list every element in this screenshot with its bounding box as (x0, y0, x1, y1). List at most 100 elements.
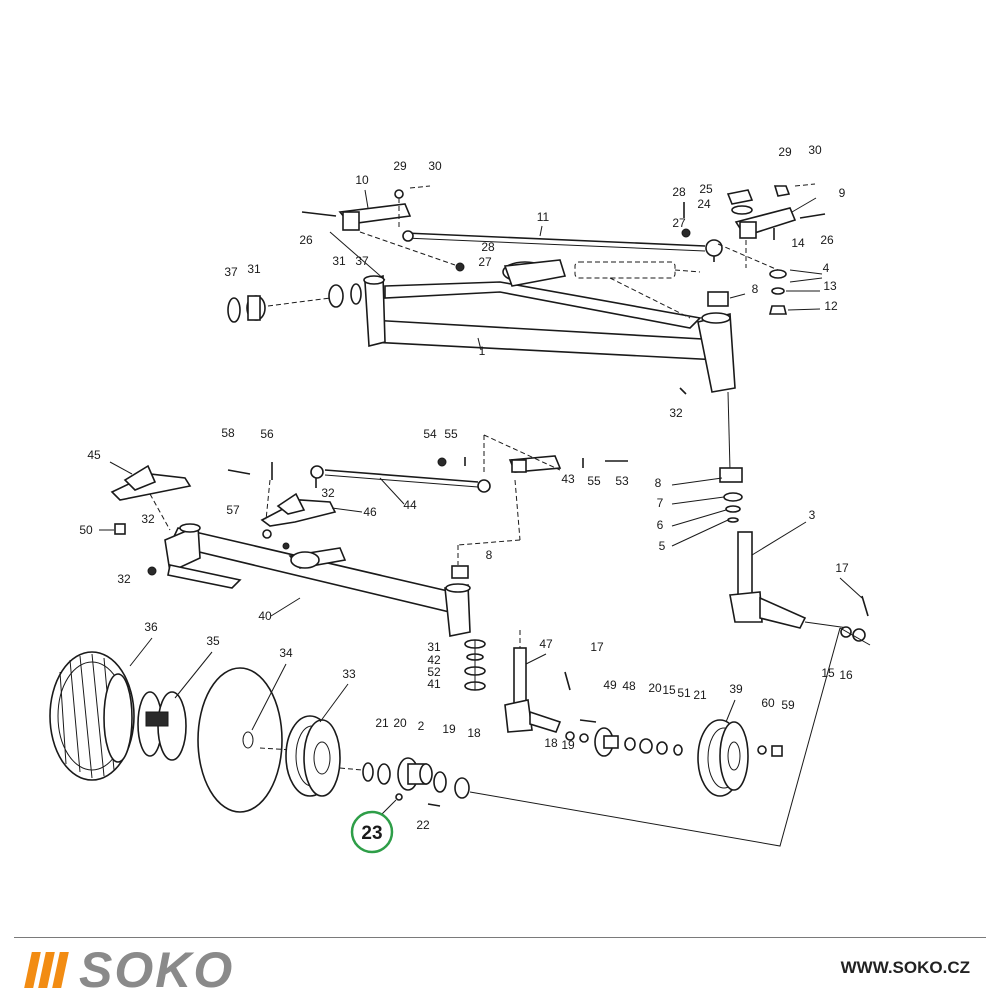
callout-label: 33 (342, 667, 356, 681)
callout-label: 43 (561, 472, 575, 486)
callout-label: 50 (79, 523, 93, 537)
callout-label: 11 (537, 210, 550, 224)
callout-label: 39 (729, 682, 743, 696)
callout-label: 2 (418, 719, 425, 733)
callout-label: 8 (752, 282, 759, 296)
callout-label: 58 (221, 426, 235, 440)
callout-label: 12 (824, 299, 838, 313)
callout-label: 28 (672, 185, 686, 199)
callout-label: 29 (778, 145, 792, 159)
callout-label: 37 (355, 254, 369, 268)
callout-label: 32 (141, 512, 155, 526)
callout-label: 8 (655, 476, 662, 490)
steering-cylinder (574, 261, 701, 319)
callout-label: 20 (393, 716, 407, 730)
callout-label: 41 (427, 677, 441, 691)
highlight-ring (350, 810, 394, 854)
callout-label: 35 (206, 634, 220, 648)
callout-label: 45 (87, 448, 101, 462)
right-hub-assembly (565, 719, 683, 757)
callout-label: 36 (144, 620, 158, 634)
highlight-label: 23 (361, 823, 382, 844)
callout-label: 55 (587, 474, 601, 488)
callout-label: 60 (761, 696, 775, 710)
callout-label: 26 (820, 233, 834, 247)
callout-label: 34 (279, 646, 293, 660)
callout-label: 10 (355, 173, 369, 187)
callout-label: 17 (835, 561, 849, 575)
website-link[interactable]: WWW.SOKO.CZ (840, 958, 970, 977)
wheel-rim (285, 715, 341, 797)
callout-label: 6 (657, 518, 664, 532)
leader-lines (99, 189, 863, 731)
left-brackets (110, 462, 337, 550)
right-steering-arm (681, 183, 826, 315)
callout-label: 1 (479, 344, 486, 358)
callout-label: 44 (403, 498, 417, 512)
callout-label: 7 (657, 496, 664, 510)
callout-label: 15 (821, 666, 835, 680)
right-wheel-rim (697, 719, 783, 797)
upper-tie-rod (402, 230, 723, 262)
footer-divider (14, 937, 986, 938)
callout-label: 27 (672, 216, 686, 230)
callout-label: 18 (467, 726, 481, 740)
callout-label: 31 (247, 262, 261, 276)
lower-bushings (464, 639, 486, 691)
callout-label: 19 (442, 722, 456, 736)
callout-label: 42 (427, 653, 441, 667)
callout-label: 24 (697, 197, 711, 211)
callout-label: 51 (677, 686, 691, 700)
callout-label: 21 (375, 716, 389, 730)
callout-label: 8 (486, 548, 493, 562)
callout-label: 15 (662, 683, 676, 697)
callout-label: 57 (226, 503, 240, 517)
callout-label: 55 (444, 427, 458, 441)
callout-label: 31 (332, 254, 346, 268)
lower-axle-beam (147, 523, 471, 637)
callout-label: 53 (615, 474, 629, 488)
callout-label: 31 (427, 640, 441, 654)
callout-label: 26 (299, 233, 313, 247)
callout-label: 54 (423, 427, 437, 441)
callout-label: 25 (699, 182, 713, 196)
left-bushings (227, 283, 362, 323)
callout-label: 46 (363, 505, 377, 519)
callout-label: 18 (544, 736, 558, 750)
brand-logo: SOKO (24, 942, 235, 998)
callout-label: 27 (478, 255, 492, 269)
callout-label: 4 (823, 261, 830, 275)
callout-label: 14 (791, 236, 805, 250)
callout-label: 20 (648, 681, 662, 695)
callout-label: 5 (659, 539, 666, 553)
callout-label: 40 (258, 609, 272, 623)
tyre (49, 651, 135, 781)
inner-tube (137, 691, 187, 761)
brand-name: SOKO (79, 942, 235, 998)
callout-label: 19 (561, 738, 575, 752)
callout-label: 17 (590, 640, 604, 654)
callout-label: 32 (321, 486, 335, 500)
lower-right-arm (437, 434, 628, 565)
callout-label: 16 (839, 668, 853, 682)
callout-label: 47 (539, 637, 553, 651)
callout-label: 48 (622, 679, 636, 693)
callout-label: 52 (427, 665, 441, 679)
callout-label: 32 (117, 572, 131, 586)
steering-knuckle (719, 467, 869, 642)
callout-label: 37 (224, 265, 238, 279)
leader-connection-lines (469, 627, 871, 847)
lower-tie-rod (310, 465, 491, 493)
callout-label: 56 (260, 427, 274, 441)
callout-label: 32 (669, 406, 683, 420)
highlight-callout[interactable]: 23 (350, 799, 397, 854)
callout-label: 13 (823, 279, 837, 293)
callout-label: 22 (416, 818, 430, 832)
upper-axle-beam (329, 231, 736, 393)
hub-assembly (339, 757, 470, 807)
callout-label: 21 (693, 688, 707, 702)
brand-bars-icon (24, 952, 69, 988)
callout-label: 28 (481, 240, 495, 254)
